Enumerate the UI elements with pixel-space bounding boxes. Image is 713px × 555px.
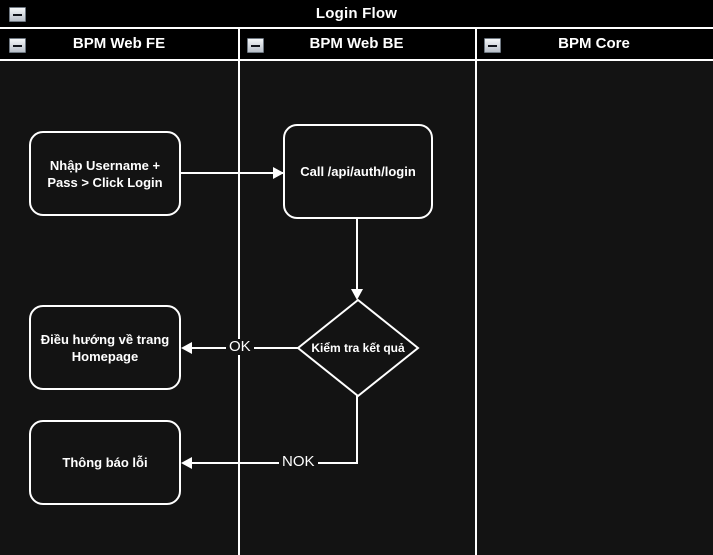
lane-header-bpm-core: BPM Core — [475, 29, 713, 61]
edge-line-input-to-api — [180, 172, 284, 174]
task-input-credentials[interactable]: Nhập Username + Pass > Click Login — [29, 131, 181, 216]
edge-arrowhead-gateway-ok — [181, 342, 192, 354]
pool-title-label: Login Flow — [315, 5, 398, 22]
lane-collapse-minus-icon-bpm-web-fe[interactable] — [9, 38, 26, 53]
edge-label-nok: NOK — [279, 454, 318, 470]
gateway-check-result[interactable]: Kiểm tra kết quả — [296, 298, 420, 398]
pool-title-bar: Login Flow — [0, 0, 713, 29]
lane-label-bpm-web-be: BPM Web BE — [309, 35, 404, 52]
edge-arrowhead-input-to-api — [273, 167, 284, 179]
task-call-login-api[interactable]: Call /api/auth/login — [283, 124, 433, 219]
lane-header-bpm-web-fe: BPM Web FE — [0, 29, 238, 61]
edge-label-ok: OK — [226, 339, 254, 355]
edge-line-gateway-nok-horizontal — [192, 462, 358, 464]
edge-line-gateway-nok-vertical — [356, 390, 358, 464]
task-redirect-homepage[interactable]: Điều hướng về trang Homepage — [29, 305, 181, 390]
lane-collapse-minus-icon-bpm-core[interactable] — [484, 38, 501, 53]
gateway-check-result-label: Kiểm tra kết quả — [311, 341, 405, 355]
task-show-error-label: Thông báo lỗi — [62, 455, 148, 470]
edge-arrowhead-gateway-nok — [181, 457, 192, 469]
lane-label-bpm-core: BPM Core — [558, 35, 630, 52]
lane-collapse-minus-icon-bpm-web-be[interactable] — [247, 38, 264, 53]
task-redirect-homepage-label: Điều hướng về trang Homepage — [40, 331, 170, 364]
edge-line-api-to-gateway — [356, 218, 358, 290]
edge-arrowhead-api-to-gateway — [351, 289, 363, 300]
lane-divider-left — [238, 29, 240, 555]
pool-collapse-minus-icon[interactable] — [9, 7, 26, 22]
lane-divider-right — [475, 29, 477, 555]
gateway-diamond-shape — [296, 298, 420, 398]
task-input-credentials-label: Nhập Username + Pass > Click Login — [47, 157, 163, 190]
lane-header-bpm-web-be: BPM Web BE — [238, 29, 475, 61]
task-show-error[interactable]: Thông báo lỗi — [29, 420, 181, 505]
lane-label-bpm-web-fe: BPM Web FE — [72, 35, 166, 52]
task-call-login-api-label: Call /api/auth/login — [300, 164, 416, 179]
